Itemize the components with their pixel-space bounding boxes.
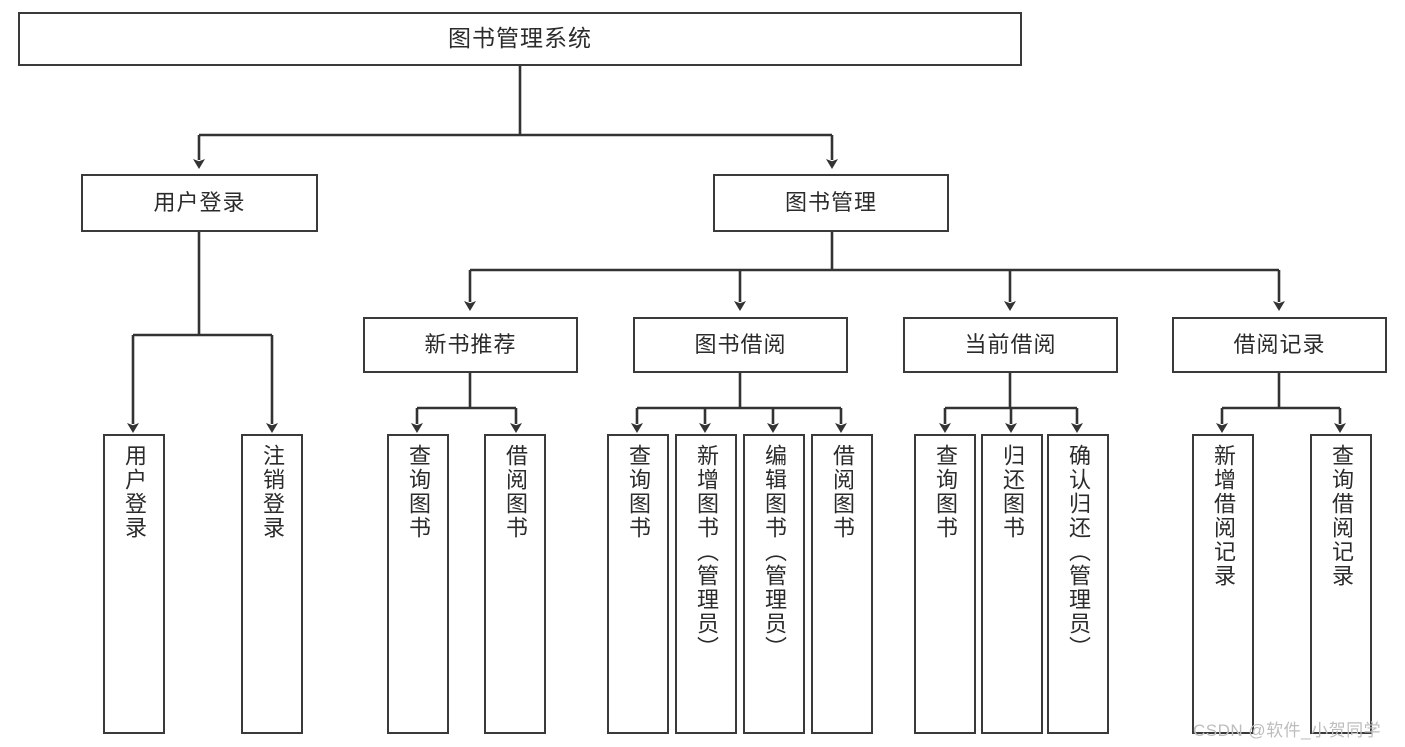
node-label: 新书推荐: [424, 331, 517, 357]
node-label: 用户登录: [153, 189, 246, 215]
leaf-logout[interactable]: 注销登录: [241, 434, 303, 734]
node-label: 图书管理系统: [448, 25, 592, 52]
node-book-management[interactable]: 图书管理: [713, 174, 949, 232]
leaf-add-book[interactable]: 新增图书（管理员）: [675, 434, 737, 734]
leaf-label: 确认归还（管理员）: [1065, 444, 1091, 660]
leaf-label: 编辑图书（管理员）: [761, 444, 787, 660]
node-label: 图书管理: [784, 189, 877, 215]
leaf-query-record[interactable]: 查询借阅记录: [1310, 434, 1372, 734]
node-current-borrow[interactable]: 当前借阅: [903, 317, 1118, 373]
leaf-borrow-book-1[interactable]: 借阅图书: [484, 434, 546, 734]
watermark-text: CSDN @软件_小贺同学: [1193, 721, 1382, 740]
leaf-return-book[interactable]: 归还图书: [981, 434, 1043, 734]
leaf-label: 注销登录: [259, 444, 285, 540]
leaf-query-book-2[interactable]: 查询图书: [607, 434, 669, 734]
leaf-label: 用户登录: [121, 444, 147, 540]
leaf-label: 查询借阅记录: [1328, 444, 1354, 588]
leaf-add-record[interactable]: 新增借阅记录: [1192, 434, 1254, 734]
node-borrow-record[interactable]: 借阅记录: [1172, 317, 1387, 373]
node-user-login[interactable]: 用户登录: [81, 174, 318, 232]
leaf-label: 借阅图书: [502, 444, 528, 540]
leaf-label: 借阅图书: [829, 444, 855, 540]
node-root-system[interactable]: 图书管理系统: [18, 12, 1022, 66]
leaf-label: 新增借阅记录: [1210, 444, 1236, 588]
leaf-label: 归还图书: [999, 444, 1025, 540]
leaf-query-book-1[interactable]: 查询图书: [387, 434, 449, 734]
node-book-borrow[interactable]: 图书借阅: [633, 317, 848, 373]
node-label: 当前借阅: [964, 331, 1057, 357]
leaf-edit-book[interactable]: 编辑图书（管理员）: [743, 434, 805, 734]
leaf-query-book-3[interactable]: 查询图书: [914, 434, 976, 734]
leaf-borrow-book-2[interactable]: 借阅图书: [811, 434, 873, 734]
node-new-book-recommend[interactable]: 新书推荐: [363, 317, 578, 373]
leaf-label: 新增图书（管理员）: [693, 444, 719, 660]
node-label: 图书借阅: [694, 331, 787, 357]
leaf-user-login[interactable]: 用户登录: [103, 434, 165, 734]
leaf-label: 查询图书: [625, 444, 651, 540]
leaf-label: 查询图书: [932, 444, 958, 540]
leaf-confirm-return[interactable]: 确认归还（管理员）: [1047, 434, 1109, 734]
node-label: 借阅记录: [1233, 331, 1326, 357]
leaf-label: 查询图书: [405, 444, 431, 540]
